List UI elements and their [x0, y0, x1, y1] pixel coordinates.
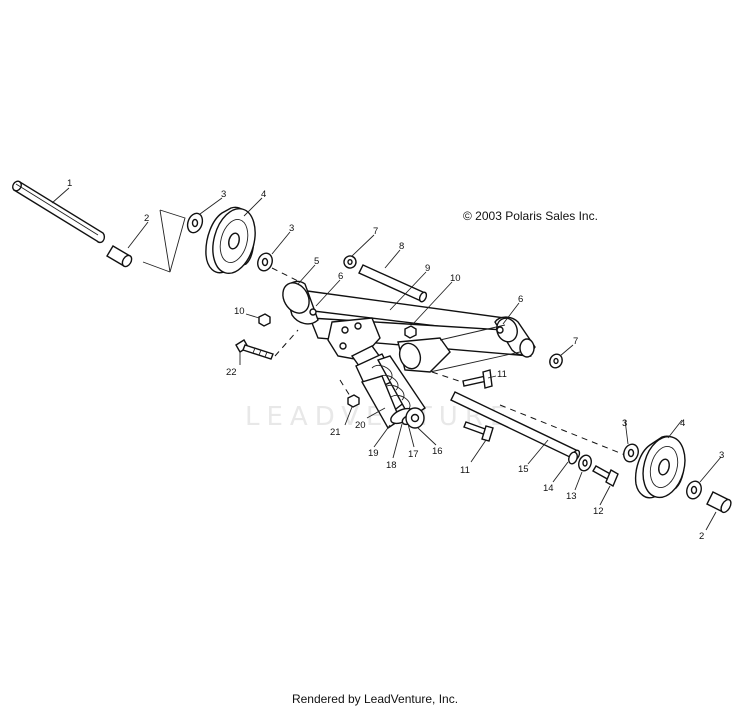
callout-12: 12	[593, 506, 604, 517]
part-7-washer-upper[interactable]	[342, 254, 358, 270]
part-10-nut-right[interactable]	[404, 325, 417, 339]
part-2-spacer-upper[interactable]	[106, 245, 134, 268]
callout-4-upper: 4	[261, 189, 266, 200]
part-3-washer-a[interactable]	[185, 211, 205, 235]
part-22-bolt[interactable]	[235, 339, 274, 360]
callout-3-a: 3	[221, 189, 226, 200]
callout-7-right: 7	[573, 336, 578, 347]
callout-6-right: 6	[518, 294, 523, 305]
part-3-washer-b[interactable]	[255, 251, 274, 273]
callout-10-left: 10	[234, 306, 245, 317]
callout-10-right: 10	[450, 273, 461, 284]
callout-3-c: 3	[622, 418, 627, 429]
part-4-idler-wheel-lower[interactable]	[634, 432, 692, 502]
callout-9: 9	[425, 263, 430, 274]
callout-2-lower: 2	[699, 531, 704, 542]
callout-7-upper: 7	[373, 226, 378, 237]
footer-credit: Rendered by LeadVenture, Inc.	[291, 692, 459, 706]
callout-6-left: 6	[338, 271, 343, 282]
callout-16: 16	[432, 446, 443, 457]
part-13-washer[interactable]	[577, 453, 594, 472]
callout-2-upper: 2	[144, 213, 149, 224]
part-8-rod[interactable]	[358, 264, 428, 303]
callout-3-d: 3	[719, 450, 724, 461]
callout-22: 22	[226, 367, 237, 378]
callout-19: 19	[368, 448, 379, 459]
part-10-nut-left[interactable]	[258, 313, 271, 327]
part-12-bolt[interactable]	[592, 465, 619, 488]
callout-4-lower: 4	[680, 418, 685, 429]
callout-20: 20	[355, 420, 366, 431]
callout-11-lower: 11	[460, 465, 470, 476]
part-11-bolt-upper[interactable]	[462, 369, 493, 389]
part-3-washer-d[interactable]	[684, 479, 703, 501]
part-1-shaft[interactable]	[11, 180, 106, 244]
callout-13: 13	[566, 491, 577, 502]
callout-8: 8	[399, 241, 404, 252]
part-7-washer-right[interactable]	[548, 352, 565, 370]
part-11-bolt-lower[interactable]	[463, 421, 494, 442]
part-14-washer[interactable]	[567, 451, 579, 465]
part-3-washer-c[interactable]	[621, 442, 640, 464]
part-6-bushing-left[interactable]	[309, 308, 317, 316]
copyright-notice: © 2003 Polaris Sales Inc.	[463, 209, 598, 223]
callout-5: 5	[314, 256, 319, 267]
part-6-bushing-right[interactable]	[496, 326, 504, 334]
part-5-swing-arm[interactable]	[278, 278, 536, 373]
callout-15: 15	[518, 464, 529, 475]
callout-17: 17	[408, 449, 419, 460]
callout-11-upper: 11	[497, 369, 507, 380]
callout-14: 14	[543, 483, 554, 494]
callout-21: 21	[330, 427, 341, 438]
callout-labels: 1 2 3 4 3 5 6 7 8 9 10 10 22 6 7 11 11 2…	[67, 178, 724, 542]
leader-lines	[51, 187, 722, 531]
callout-3-b: 3	[289, 223, 294, 234]
part-21-nut[interactable]	[347, 394, 360, 408]
part-2-spacer-lower[interactable]	[706, 491, 733, 514]
callout-1: 1	[67, 178, 72, 189]
callout-18: 18	[386, 460, 397, 471]
part-16-shock-eye[interactable]	[405, 407, 425, 429]
part-4-idler-wheel-upper[interactable]	[205, 204, 262, 278]
